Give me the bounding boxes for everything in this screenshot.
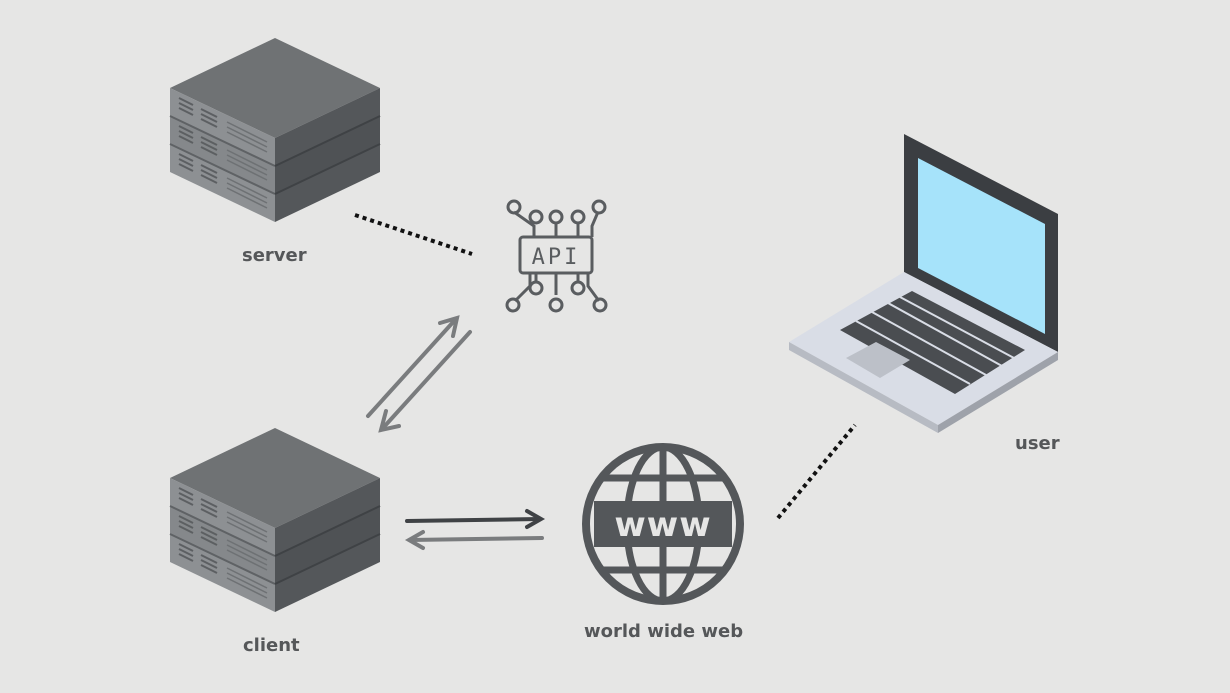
web-user-connector — [776, 423, 857, 520]
world-wide-web-label: world wide web — [584, 621, 744, 642]
api-text: API — [532, 245, 581, 270]
server-rack-icon — [169, 37, 381, 223]
globe-www-icon — [582, 443, 744, 605]
server-api-connector — [354, 213, 473, 256]
client-rack-icon — [169, 427, 381, 613]
client-web-arrows — [405, 509, 546, 529]
api-circuit-icon — [505, 199, 608, 313]
client-api-arrows — [366, 315, 472, 433]
user-label: user — [1015, 433, 1060, 454]
client-label: client — [243, 635, 300, 656]
web-client-arrow — [404, 530, 544, 550]
server-label: server — [242, 245, 307, 266]
globe-www-text: www — [614, 505, 711, 545]
laptop-icon — [789, 134, 1058, 433]
